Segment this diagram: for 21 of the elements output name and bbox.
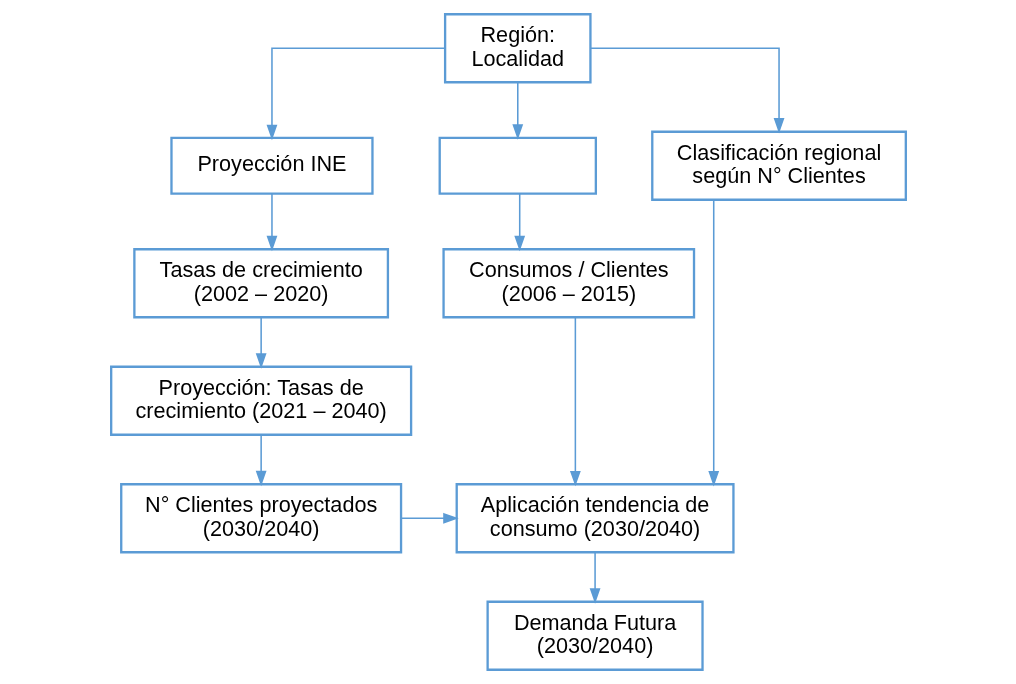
arrow [513,192,525,252]
arrow [266,47,445,141]
node-box: Demanda Futura (2030/2040) [485,600,704,671]
arrow [255,317,267,369]
arrow [707,199,719,487]
node-box: Clasificación regional según N° Clientes [650,130,907,201]
arrow [255,434,267,487]
arrow [266,192,277,252]
node-box: Consumos / Clientes (2006 – 2015) [441,248,695,319]
node-box: N° Clientes proyectados (2030/2040) [119,483,402,554]
arrow [589,47,784,134]
node-box [438,136,597,195]
arrow [400,512,459,524]
node-box: Proyección INE [169,136,374,195]
node-box: Tasas de crecimiento (2002 – 2020) [132,248,389,319]
arrow [511,82,523,140]
node-box: Proyección: Tasas de crecimiento (2021 – 2040) [109,365,412,436]
node-box: Aplicación tendencia de consumo (2030/2040) [455,483,735,554]
node-box: Región: Localidad [443,13,592,84]
arrow [569,316,581,487]
arrow [589,552,600,604]
